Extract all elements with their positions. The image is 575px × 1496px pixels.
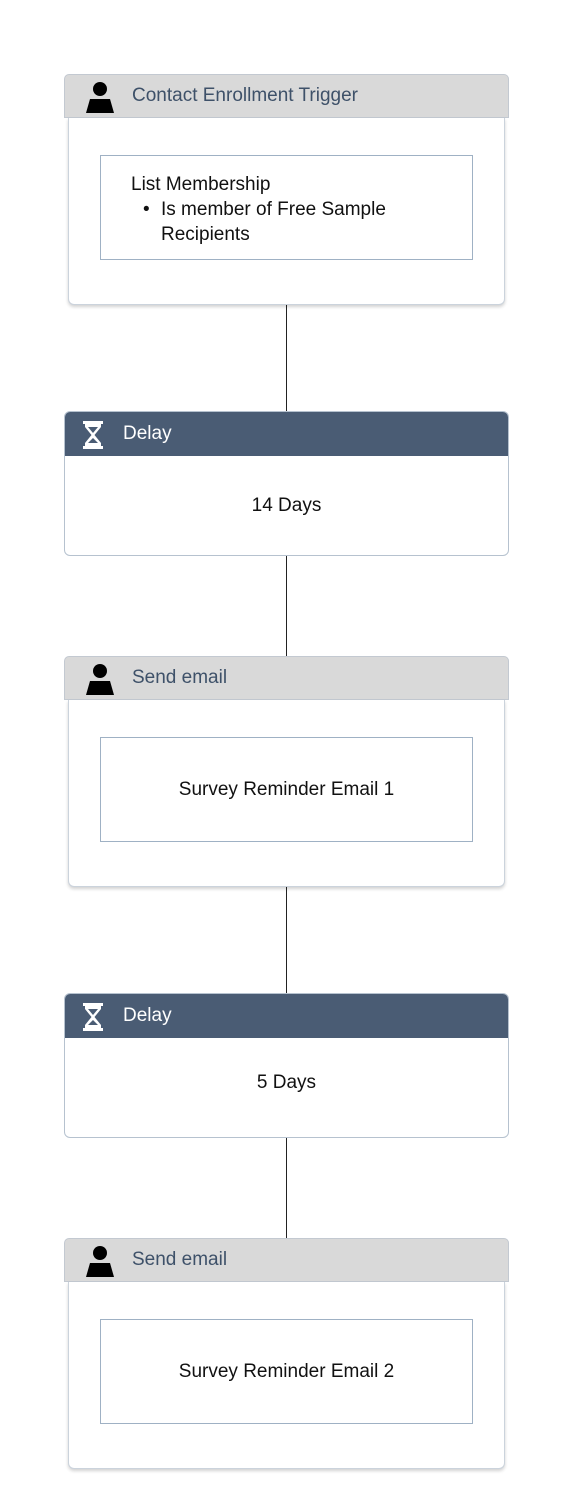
- delay-title: Delay: [123, 1005, 172, 1026]
- send-email-title: Send email: [132, 667, 228, 688]
- send-email-header: Send email: [64, 656, 509, 700]
- email-name-box[interactable]: Survey Reminder Email 1: [100, 737, 473, 842]
- person-icon: [86, 664, 114, 695]
- connector-line: [286, 305, 287, 412]
- send-email-card-2[interactable]: Send email Survey Reminder Email 2: [64, 1238, 509, 1469]
- delay-value-label: 5 Days: [256, 1071, 317, 1093]
- send-email-title: Send email: [132, 1249, 228, 1270]
- connector-line: [286, 887, 287, 994]
- delay-value-label: 14 Days: [251, 494, 322, 516]
- criteria-list: • Is member of Free Sample Recipients: [131, 197, 431, 247]
- connector-line: [286, 1137, 287, 1239]
- send-email-body: Survey Reminder Email 1: [68, 700, 505, 887]
- enrollment-trigger-header: Contact Enrollment Trigger: [64, 74, 509, 118]
- criteria-title: List Membership: [131, 174, 271, 195]
- trigger-criteria-box[interactable]: List Membership • Is member of Free Sampl…: [100, 155, 473, 260]
- enrollment-trigger-card[interactable]: Contact Enrollment Trigger List Membersh…: [64, 74, 509, 305]
- delay-card-2[interactable]: Delay 5 Days: [64, 993, 509, 1138]
- send-email-body: Survey Reminder Email 2: [68, 1282, 505, 1469]
- trigger-criteria: List Membership • Is member of Free Sampl…: [131, 172, 431, 247]
- person-icon: [86, 1246, 114, 1277]
- send-email-header: Send email: [64, 1238, 509, 1282]
- hourglass-icon: [83, 1003, 103, 1031]
- enrollment-trigger-body: List Membership • Is member of Free Sampl…: [68, 118, 505, 305]
- person-icon: [86, 82, 114, 113]
- delay-value: 14 Days: [65, 456, 508, 555]
- send-email-card-1[interactable]: Send email Survey Reminder Email 1: [64, 656, 509, 887]
- criteria-item-label: Is member of Free Sample Recipients: [161, 199, 386, 245]
- delay-title: Delay: [123, 423, 172, 444]
- delay-value: 5 Days: [65, 1038, 508, 1127]
- hourglass-icon: [83, 421, 103, 449]
- delay-card-1[interactable]: Delay 14 Days: [64, 411, 509, 556]
- connector-line: [286, 555, 287, 657]
- email-name: Survey Reminder Email 2: [178, 1360, 395, 1382]
- delay-header: Delay: [65, 412, 508, 456]
- enrollment-trigger-title: Contact Enrollment Trigger: [132, 85, 358, 106]
- delay-header: Delay: [65, 994, 508, 1038]
- email-name: Survey Reminder Email 1: [178, 778, 395, 800]
- email-name-box[interactable]: Survey Reminder Email 2: [100, 1319, 473, 1424]
- criteria-item: • Is member of Free Sample Recipients: [131, 197, 431, 247]
- bullet: •: [143, 199, 150, 220]
